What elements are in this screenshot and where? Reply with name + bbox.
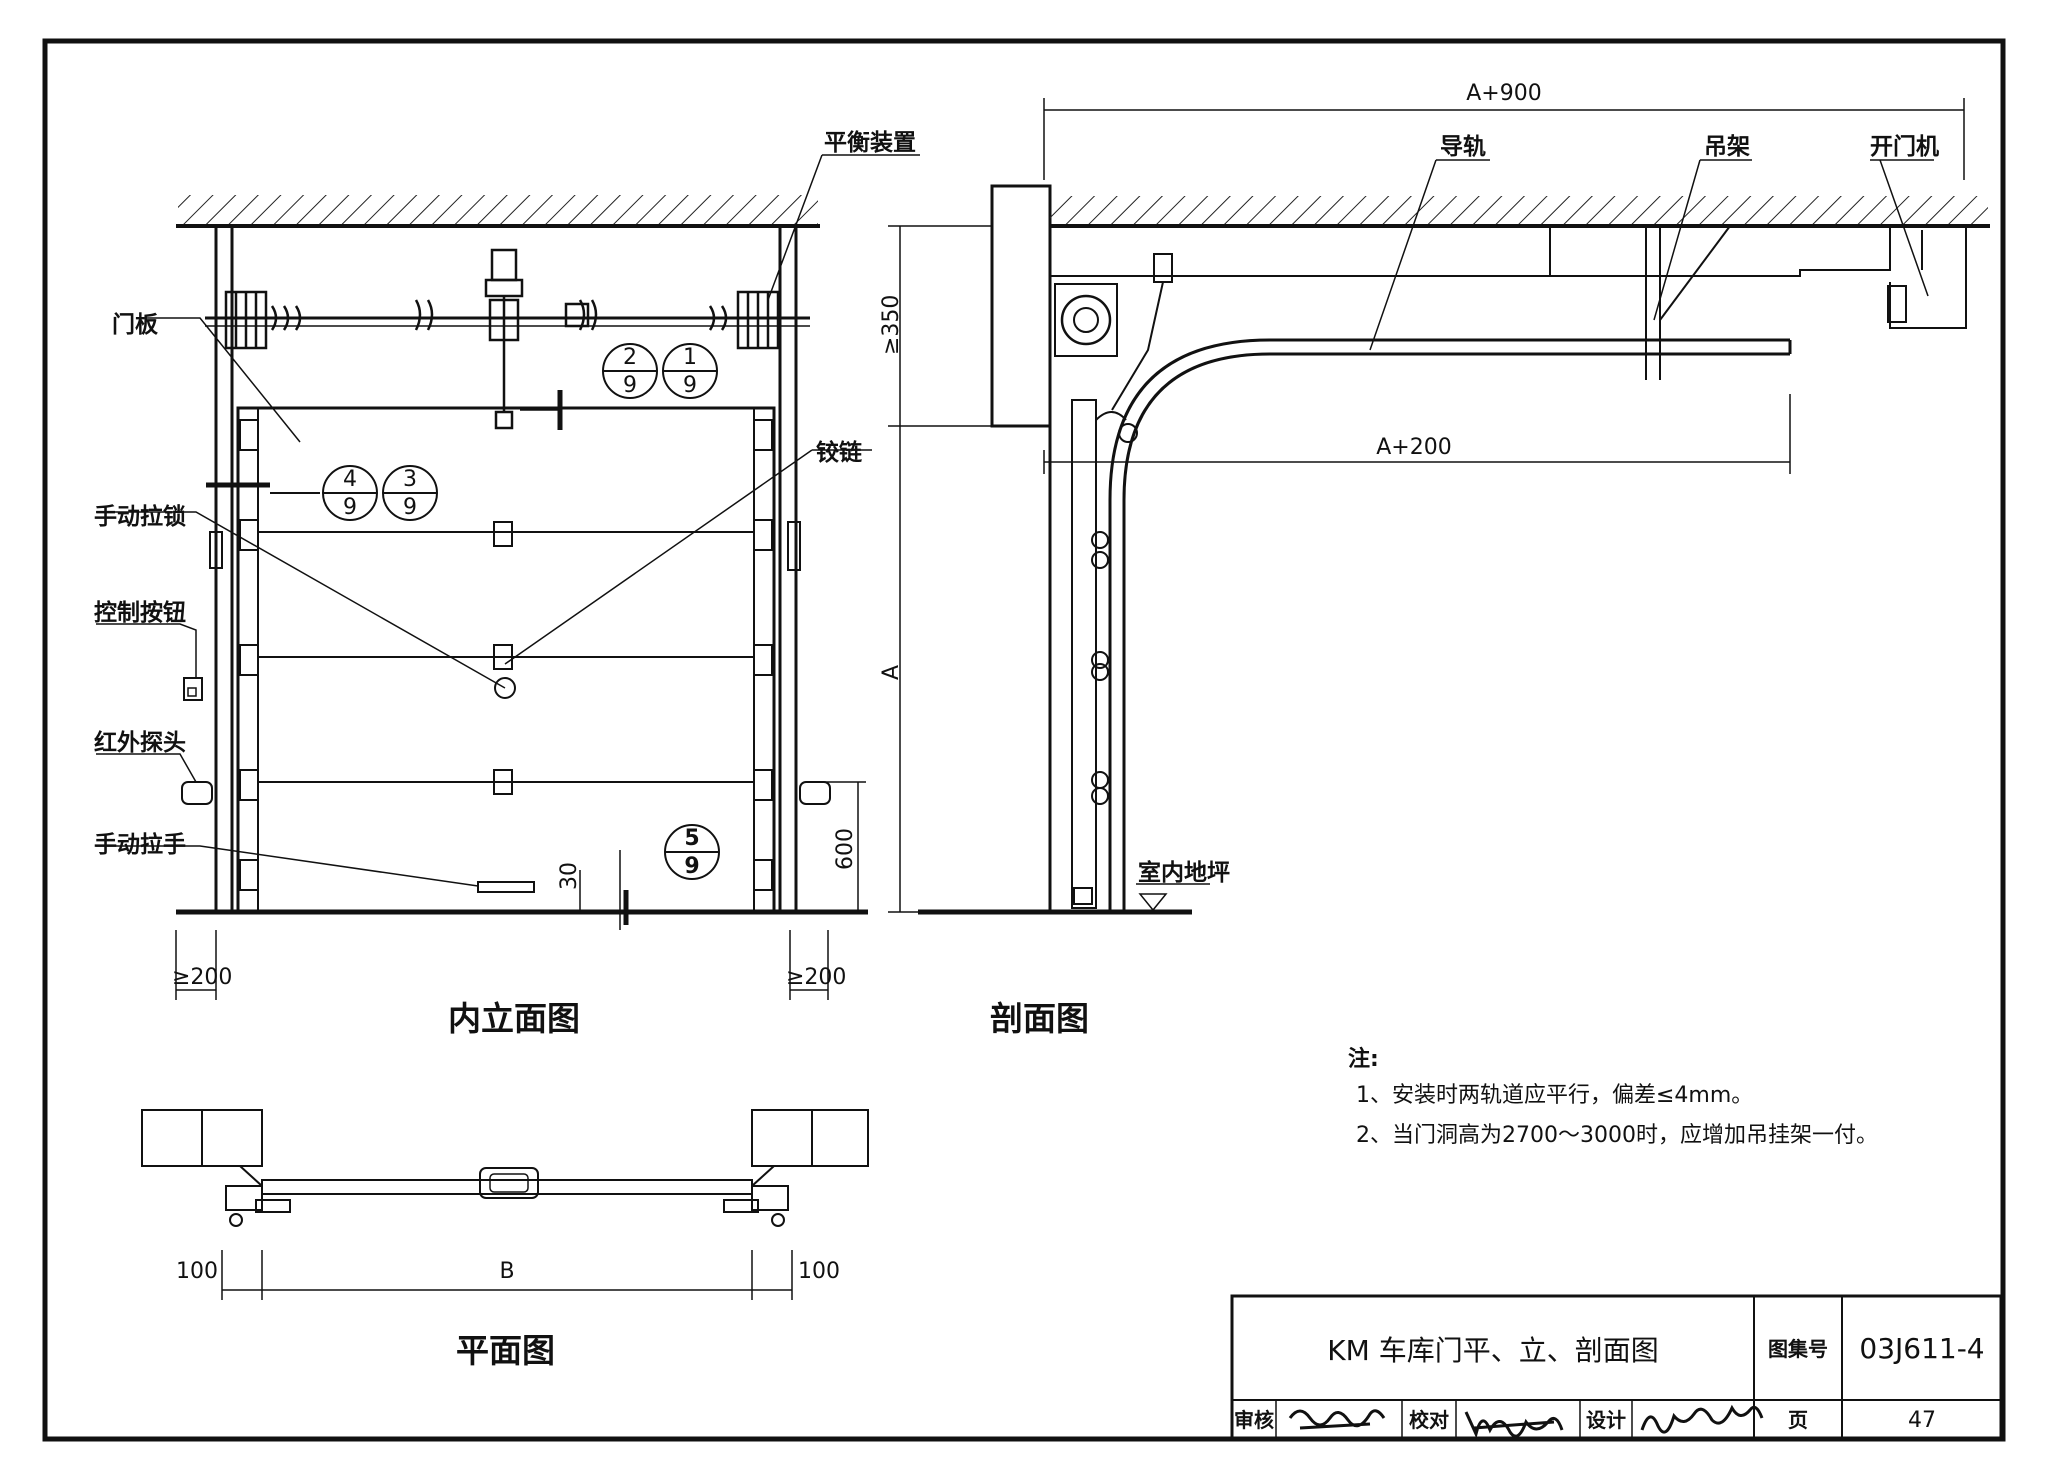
label-hinge: 铰链 — [816, 439, 862, 466]
title-block-atlas-label: 图集号 — [1768, 1337, 1828, 1361]
ceiling-slab — [178, 195, 818, 225]
label-guide-rail: 导轨 — [1440, 133, 1486, 160]
detail-ref-3-den: 9 — [343, 495, 357, 520]
section-door-panel — [1071, 399, 1097, 909]
caption-section: 剖面图 — [990, 999, 1089, 1038]
dim-350: ≥350 — [879, 295, 904, 355]
dim-plan-right-100: 100 — [798, 1259, 840, 1284]
title-block-design-label: 设计 — [1586, 1408, 1626, 1432]
manual-handle — [477, 881, 535, 893]
dim-plan-b: B — [499, 1259, 514, 1284]
title-block: KM 车库门平、立、剖面图 图集号 03J611-4 审核 校对 设计 页 47 — [1230, 1294, 2003, 1441]
label-indoor-floor: 室内地坪 — [1138, 859, 1230, 886]
detail-ref-4-den: 9 — [403, 495, 417, 520]
label-manual-lock: 手动拉锁 — [94, 503, 186, 530]
label-door-opener: 开门机 — [1870, 133, 1939, 160]
detail-ref-1-num: 2 — [623, 345, 637, 370]
center-drive — [484, 248, 590, 430]
detail-ref-5-num: 5 — [684, 826, 699, 851]
note-2: 2、当门洞高为2700～3000时，应增加吊挂架一付。 — [1356, 1123, 1878, 1148]
label-manual-handle: 手动拉手 — [94, 831, 186, 858]
detail-ref-2-num: 1 — [683, 345, 697, 370]
dim-right-200: ≥200 — [786, 965, 846, 990]
detail-ref-1-den: 9 — [623, 373, 637, 398]
infrared-sensor — [181, 781, 213, 805]
lintel-wall — [990, 184, 1052, 428]
spring-drum — [1060, 294, 1112, 346]
plan-view: 100 B 100 平面图 — [141, 1109, 869, 1370]
detail-ref-2-den: 9 — [683, 373, 697, 398]
control-button — [183, 677, 203, 701]
signature-review — [1288, 1409, 1386, 1430]
caption-elevation: 内立面图 — [448, 999, 580, 1038]
note-1: 1、安装时两轨道应平行，偏差≤4mm。 — [1356, 1083, 1753, 1108]
dim-600: 600 — [833, 828, 858, 870]
title-block-title: KM 车库门平、立、剖面图 — [1327, 1334, 1658, 1367]
detail-ref-4-num: 3 — [403, 467, 417, 492]
detail-ref-3-num: 4 — [343, 467, 357, 492]
dim-plan-left-100: 100 — [176, 1259, 218, 1284]
label-balance-device: 平衡装置 — [824, 129, 916, 156]
signature-check — [1464, 1411, 1564, 1439]
caption-plan: 平面图 — [456, 1331, 555, 1370]
label-infrared-sensor: 红外探头 — [94, 729, 186, 756]
guide-rail — [1108, 338, 1790, 912]
title-block-check-label: 校对 — [1409, 1408, 1449, 1432]
manual-lock — [494, 677, 516, 699]
title-block-atlas-no: 03J611-4 — [1859, 1332, 1984, 1365]
door-opener — [1550, 225, 1967, 329]
dim-a: A — [879, 665, 904, 680]
hanger — [1645, 225, 1731, 380]
sheet-border — [42, 38, 2006, 1442]
title-block-review-label: 审核 — [1234, 1408, 1274, 1432]
title-block-page-no: 47 — [1908, 1408, 1936, 1433]
dim-30: 30 — [557, 862, 582, 890]
label-hanger: 吊架 — [1704, 134, 1750, 160]
section-view: A+900 A+200 A ≥350 导轨 吊架 开门机 室内地坪 剖面图 — [879, 81, 1990, 1038]
dim-a-plus-200: A+200 — [1376, 435, 1451, 460]
plan-wall-right — [751, 1109, 869, 1167]
label-control-button: 控制按钮 — [94, 599, 186, 626]
notes: 注: 1、安装时两轨道应平行，偏差≤4mm。 2、当门洞高为2700～3000时… — [1348, 1046, 1878, 1148]
notes-heading: 注: — [1348, 1046, 1379, 1072]
dim-left-200: ≥200 — [172, 965, 232, 990]
signature-design — [1640, 1404, 1764, 1434]
elevation-view: 2 9 1 9 4 9 3 9 5 9 平衡装置 门板 铰链 手动拉锁 控制按钮… — [94, 129, 920, 1038]
title-block-page-label: 页 — [1788, 1408, 1808, 1432]
section-ceiling — [1050, 196, 1988, 226]
detail-ref-5-den: 9 — [684, 854, 699, 879]
dim-a-plus-900: A+900 — [1466, 81, 1541, 106]
label-door-panel: 门板 — [112, 311, 159, 338]
